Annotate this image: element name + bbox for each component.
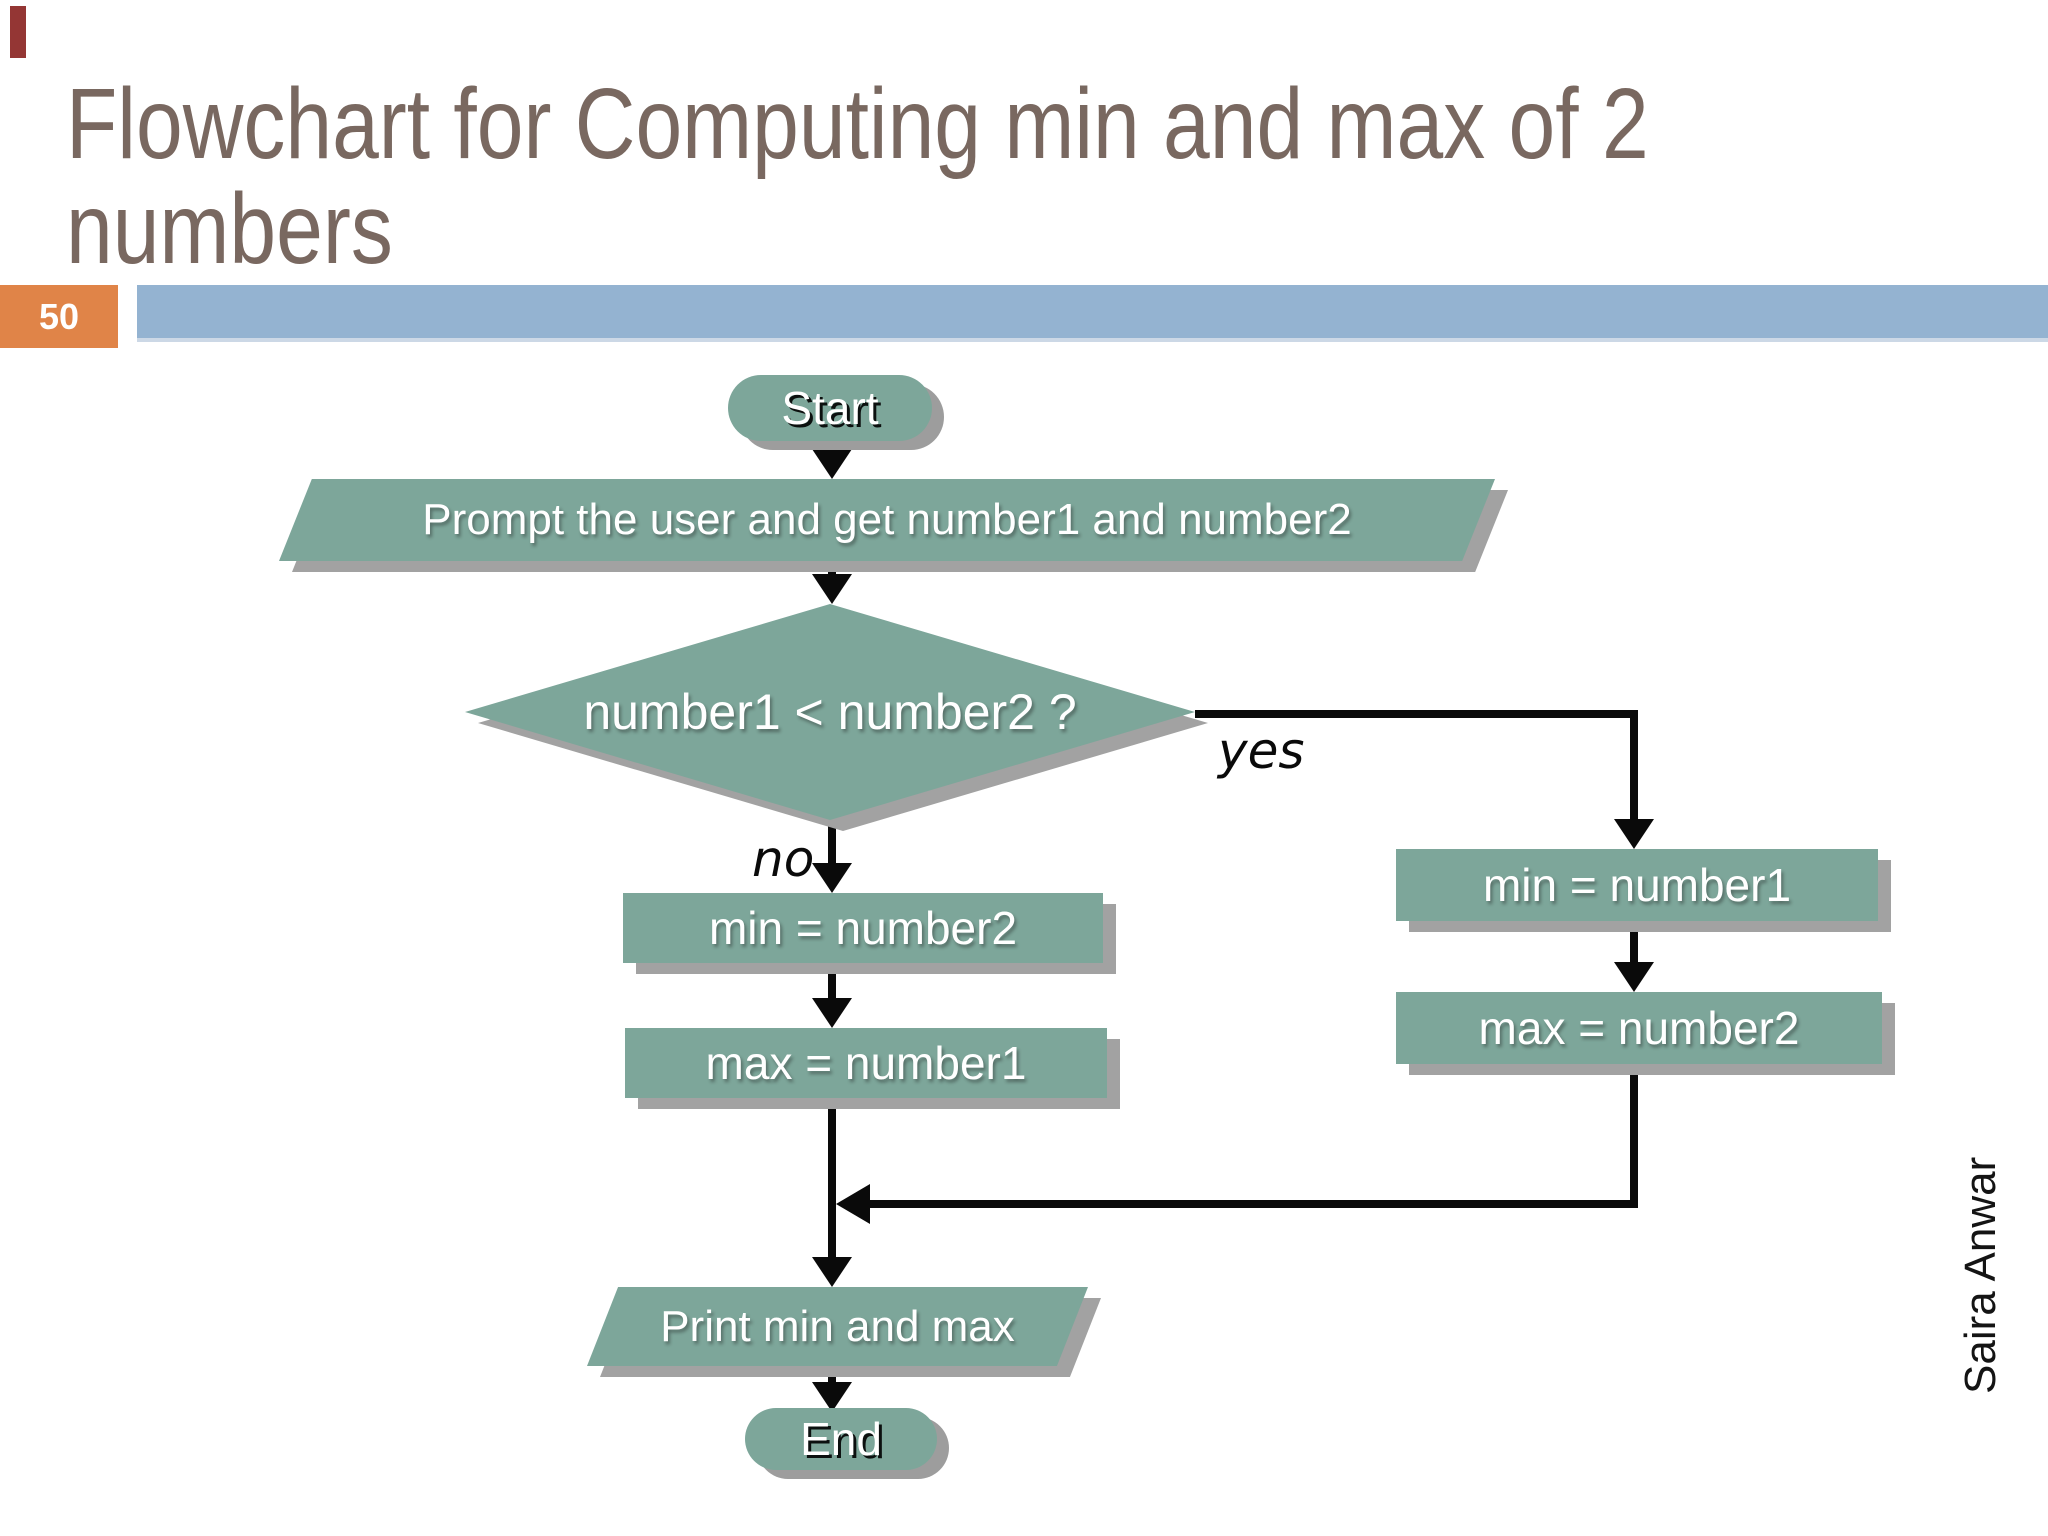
- page-title: Flowchart for Computing min and max of 2…: [66, 68, 1649, 285]
- connector-left-to-print: [828, 1098, 836, 1258]
- connector-start-to-prompt: [828, 441, 836, 453]
- box-max-number2: max = number2: [1396, 992, 1882, 1064]
- arrowhead-into-decision: [812, 574, 852, 604]
- connector-no-branch: [828, 818, 836, 864]
- connector-yes-horizontal: [1195, 710, 1634, 718]
- arrowhead-into-prompt: [812, 449, 852, 479]
- no-branch-label: no: [752, 830, 815, 888]
- end-terminator: End: [745, 1408, 937, 1470]
- connector-merge-horizontal: [870, 1200, 1638, 1208]
- print-label: Print min and max: [660, 1301, 1015, 1351]
- arrowhead-into-min-number1: [1614, 819, 1654, 849]
- connector-yes-vertical: [1630, 710, 1638, 820]
- min-number2-label: min = number2: [708, 902, 1018, 954]
- arrowhead-into-min-number2: [812, 863, 852, 893]
- box-max-number1: max = number1: [625, 1028, 1107, 1098]
- corner-accent-mark: [10, 6, 26, 58]
- decision-diamond: number1 < number2 ?: [465, 604, 1195, 820]
- max-number2-label: max = number2: [1478, 1002, 1800, 1054]
- slide-number-label: 50: [38, 295, 80, 337]
- connector-prompt-to-decision: [828, 561, 836, 575]
- arrowhead-merge-left: [836, 1184, 870, 1224]
- arrowhead-into-max-number2: [1614, 962, 1654, 992]
- start-terminator: Start: [728, 375, 932, 441]
- connector-min2-to-max1: [828, 963, 836, 999]
- connector-print-to-end: [828, 1366, 836, 1383]
- connector-min1-to-max2: [1630, 921, 1638, 963]
- author-credit: Saira Anwar: [1956, 1156, 2005, 1394]
- min-number1-label: min = number1: [1482, 859, 1792, 911]
- max-number1-label: max = number1: [705, 1037, 1027, 1089]
- box-min-number2: min = number2: [623, 893, 1103, 963]
- end-label: End: [800, 1413, 882, 1465]
- prompt-parallelogram: Prompt the user and get number1 and numb…: [279, 479, 1495, 561]
- arrowhead-into-print: [812, 1257, 852, 1287]
- prompt-label: Prompt the user and get number1 and numb…: [422, 495, 1352, 544]
- decision-label: number1 < number2 ?: [583, 684, 1077, 740]
- slide-number-box: 50: [0, 285, 118, 348]
- yes-branch-label: yes: [1218, 722, 1305, 780]
- arrowhead-into-max-number1: [812, 998, 852, 1028]
- start-label: Start: [781, 382, 879, 434]
- connector-right-down: [1630, 1064, 1638, 1208]
- header-bar: [137, 285, 2048, 342]
- box-min-number1: min = number1: [1396, 849, 1878, 921]
- arrowhead-into-end: [812, 1382, 852, 1412]
- print-parallelogram: Print min and max: [587, 1287, 1088, 1366]
